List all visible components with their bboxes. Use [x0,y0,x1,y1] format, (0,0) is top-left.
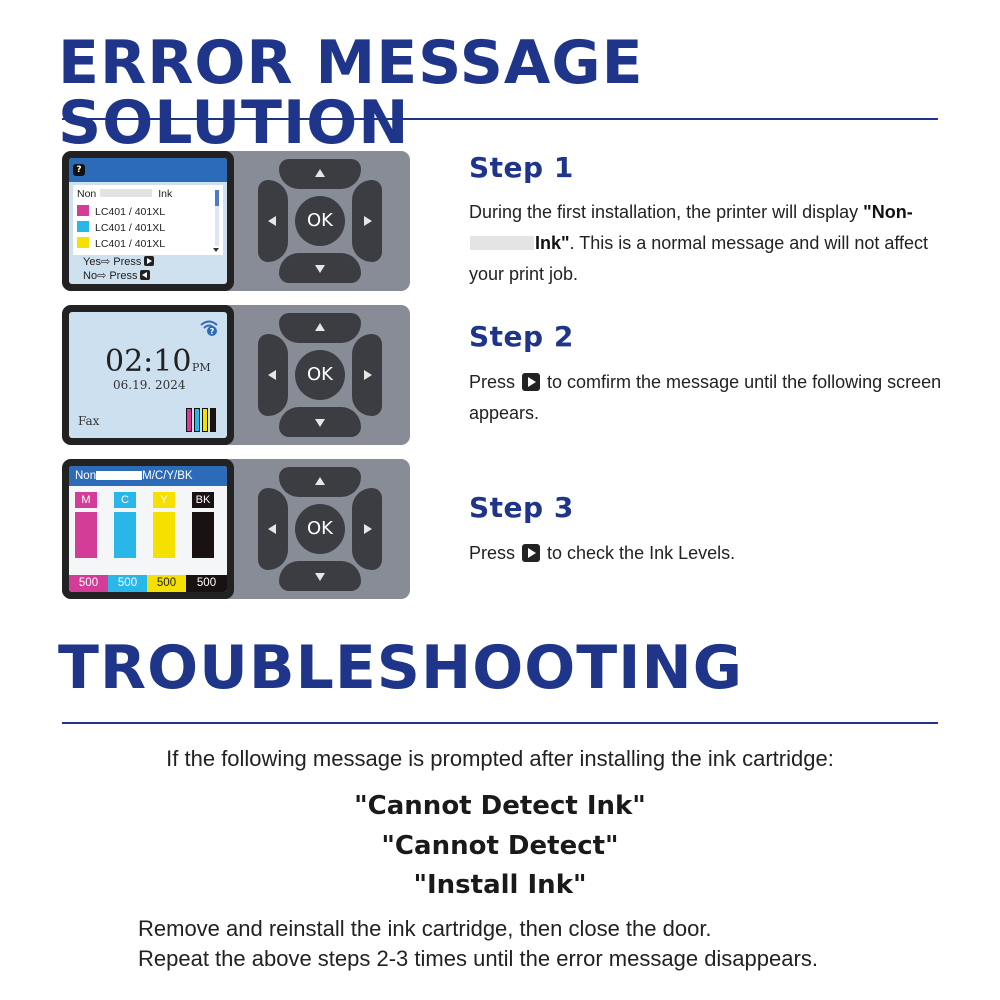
fix-instruction: Repeat the above steps 2-3 times until t… [138,946,818,971]
clock-date: 06.19. 2024 [113,378,186,392]
ink-column-magenta: M [71,492,101,558]
right-arrow-icon [364,216,372,226]
ink-column-black: BK [188,492,218,558]
screen-header-bar: ? [69,158,227,182]
troubleshooting-title: TROUBLESHOOTING [58,633,743,703]
right-key-icon [522,544,541,562]
down-arrow-icon [315,573,325,581]
ink-cartridge-bar [192,512,214,558]
error-message: "Install Ink" [413,870,587,900]
right-arrow-icon [364,524,372,534]
blanked-text [100,189,153,197]
ok-button: OK [295,350,345,400]
ink-column-yellow: Y [149,492,179,558]
magenta-swatch [77,205,89,216]
step-2-title: Step 2 [469,320,574,353]
ink-column-cyan: C [110,492,140,558]
list-item: LC401 / 401XL [77,221,165,234]
up-arrow-icon [315,323,325,331]
up-arrow-icon [315,169,325,177]
no-option: No⇨ Press [83,269,151,282]
left-arrow-icon [268,524,276,534]
left-key-icon [140,270,151,280]
fix-instruction: Remove and reinstall the ink cartridge, … [138,916,712,941]
blanked-text [96,471,143,480]
ink-cartridge-bar [114,512,136,558]
cyan-swatch [77,221,89,232]
list-item: LC401 / 401XL [77,205,165,218]
ink-value-cyan: 500 [108,575,147,592]
down-arrow-icon [315,419,325,427]
list-item: LC401 / 401XL [77,237,165,250]
left-arrow-icon [268,370,276,380]
step-1-text: During the first installation, the print… [469,202,929,284]
down-arrow-icon [315,265,325,273]
step-3-title: Step 3 [469,491,574,524]
yes-option: Yes⇨ Press [83,255,155,268]
error-message: "Cannot Detect Ink" [354,791,646,821]
ok-button: OK [295,196,345,246]
ink-level-icon [186,408,224,434]
ink-cartridge-bar [75,512,97,558]
ok-button: OK [295,504,345,554]
ink-value-black: 500 [186,575,227,592]
right-arrow-icon [364,370,372,380]
arrow-right-icon: ⇨ [100,256,111,268]
printer-screen-home: ? 02:10 PM 06.19. 2024 Fax [69,312,227,438]
yellow-swatch [77,237,89,248]
step-2-text: Press to comfirm the message until the f… [469,372,942,423]
navigation-pad: OK [258,467,382,591]
title-divider [62,118,938,120]
ink-value-yellow: 500 [147,575,186,592]
troubleshooting-intro: If the following message is prompted aft… [166,746,834,771]
troubleshooting-divider [62,722,938,724]
error-message: "Cannot Detect" [381,831,619,861]
right-key-icon [522,373,541,391]
scroll-down-icon [213,248,219,252]
svg-text:?: ? [210,327,215,336]
scrollbar [215,190,219,246]
screen-frame: ? 02:10 PM 06.19. 2024 Fax [62,305,234,445]
printer-panel-step-2: ? 02:10 PM 06.19. 2024 Fax OK [62,305,410,445]
clock-time: 02:10 [105,344,192,379]
step-3-text: Press to check the Ink Levels. [469,543,736,563]
navigation-pad: OK [258,313,382,437]
fax-label: Fax [78,414,100,428]
question-icon: ? [73,164,85,176]
right-key-icon [144,256,155,266]
clock-ampm: PM [192,361,211,374]
blanked-text [470,236,534,250]
up-arrow-icon [315,477,325,485]
ink-cartridge-bar [153,512,175,558]
step-1-title: Step 1 [469,151,574,184]
ink-value-magenta: 500 [69,575,108,592]
left-arrow-icon [268,216,276,226]
navigation-pad: OK [258,159,382,283]
arrow-right-icon: ⇨ [97,270,107,282]
wifi-status-icon: ? [200,320,218,336]
page-title: ERROR MESSAGE SOLUTION [58,28,644,158]
